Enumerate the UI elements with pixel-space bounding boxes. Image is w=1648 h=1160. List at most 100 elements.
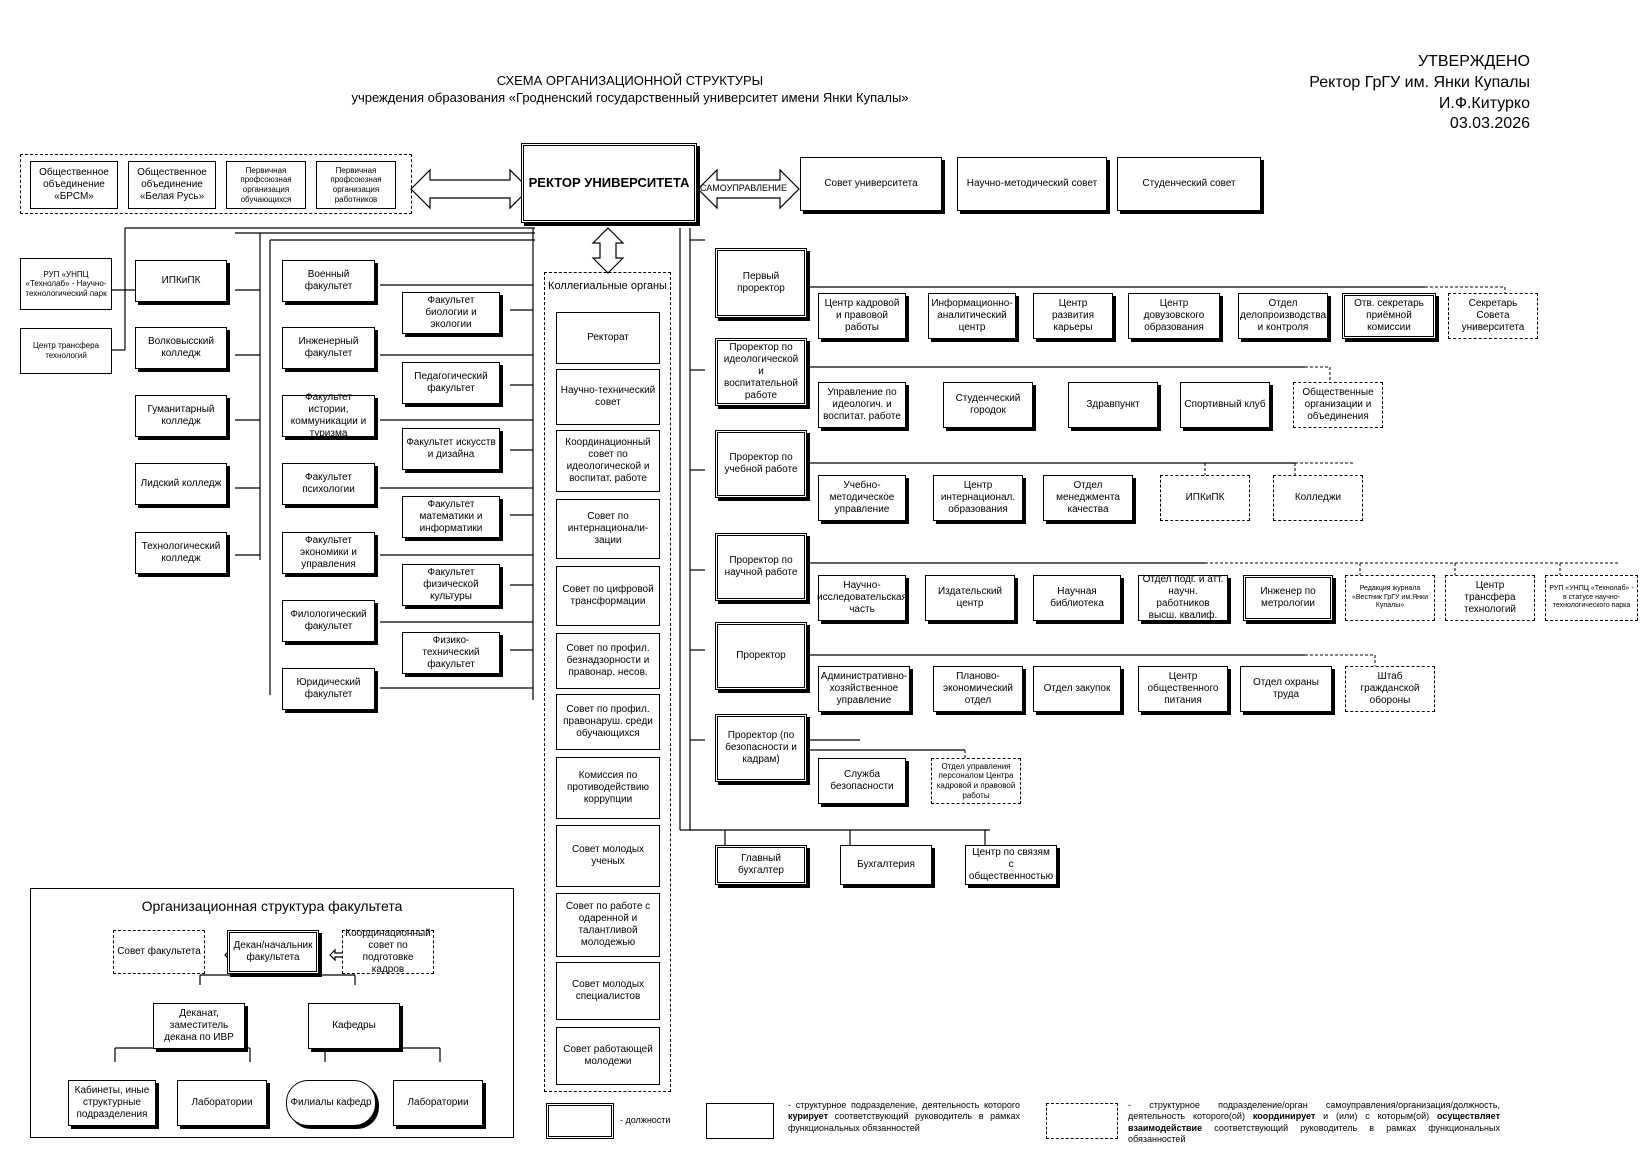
unit-box[interactable]: Студенческий городок xyxy=(943,382,1033,428)
cabinets-box[interactable]: Кабинеты, иные структурные подразделения xyxy=(68,1080,156,1126)
org-box[interactable]: Первичная профсоюзная организация работн… xyxy=(316,161,396,209)
accounting-box[interactable]: Бухгалтерия xyxy=(840,845,932,885)
council-box[interactable]: Совет университета xyxy=(800,157,942,211)
dashed-unit-box[interactable]: Колледжи xyxy=(1273,475,1363,521)
prorector-box[interactable]: Первый проректор xyxy=(715,248,807,318)
faculty-box[interactable]: Физико-технический факультет xyxy=(402,632,500,674)
faculty-box[interactable]: Юридический факультет xyxy=(282,668,375,710)
faculty-box[interactable]: Педагогический факультет xyxy=(402,362,500,404)
prorector-box[interactable]: Проректор xyxy=(715,622,807,690)
collegial-box[interactable]: Совет по цифровой трансформации xyxy=(556,566,660,626)
unit-box[interactable]: Отдел подг. и атт. научн. работников выс… xyxy=(1138,574,1228,621)
faculty-structure-title: Организационная структура факультета xyxy=(141,898,403,914)
unit-box[interactable]: Планово-экономический отдел xyxy=(933,666,1023,712)
collegial-title: Коллегиальные органы xyxy=(548,280,667,292)
faculty-box[interactable]: Факультет физической культуры xyxy=(402,564,500,606)
college-box[interactable]: Технологический колледж xyxy=(135,532,227,574)
dashed-unit-box[interactable]: ИПКиПК xyxy=(1160,475,1250,521)
unit-box[interactable]: Центр общественного питания xyxy=(1138,666,1228,712)
legend-coord-text: - структурное подразделение/орган самоуп… xyxy=(1128,1100,1500,1144)
dashed-unit-box[interactable]: Центр трансфера технологий xyxy=(1445,575,1535,621)
labs-box[interactable]: Лаборатории xyxy=(393,1080,483,1126)
dashed-unit-box[interactable]: Редакция журнала «Вестник ГрГУ им.Янки К… xyxy=(1345,575,1435,621)
prorector-box[interactable]: Проректор по идеологической и воспитател… xyxy=(715,338,807,406)
org-box[interactable]: Общественное объединение «Белая Русь» xyxy=(128,161,216,209)
faculty-box[interactable]: Филологический факультет xyxy=(282,600,375,642)
faculty-council-box[interactable]: Совет факультета xyxy=(113,930,205,974)
deanery-box[interactable]: Деканат, заместитель декана по ИВР xyxy=(153,1003,245,1049)
collegial-box[interactable]: Совет молодых ученых xyxy=(556,825,660,887)
collegial-box[interactable]: Совет по интернационали-зации xyxy=(556,499,660,559)
council-box[interactable]: Научно-методический совет xyxy=(957,157,1107,211)
faculty-box[interactable]: Факультет экономики и управления xyxy=(282,532,375,574)
faculty-box[interactable]: Факультет искусств и дизайна xyxy=(402,428,500,470)
collegial-box[interactable]: Комиссия по противодействию коррупции xyxy=(556,757,660,819)
college-box[interactable]: Гуманитарный колледж xyxy=(135,395,227,437)
council-box[interactable]: Студенческий совет xyxy=(1117,157,1261,211)
departments-box[interactable]: Кафедры xyxy=(308,1003,400,1049)
unit-box[interactable]: Отдел охраны труда xyxy=(1240,666,1332,712)
collegial-box[interactable]: Ректорат xyxy=(556,312,660,364)
unit-box[interactable]: Научно-исследовательская часть xyxy=(817,575,907,621)
unit-box[interactable]: Учебно-методическое управление xyxy=(818,475,906,521)
approval-line: 03.03.2026 xyxy=(1449,115,1530,133)
collegial-box[interactable]: Совет молодых специалистов xyxy=(556,962,660,1020)
unit-box[interactable]: Центр развития карьеры xyxy=(1033,293,1113,339)
unit-box[interactable]: Здравпункт xyxy=(1068,382,1158,428)
collegial-box[interactable]: Совет по профил. безнадзорности и правон… xyxy=(556,633,660,689)
collegial-group xyxy=(544,272,671,1092)
collegial-box[interactable]: Координационный совет по идеологической … xyxy=(556,430,660,492)
pr-center-box[interactable]: Центр по связям с общественностью xyxy=(965,845,1057,885)
unit-box[interactable]: Управление по идеологич. и воспитат. раб… xyxy=(818,382,906,428)
transfer-box[interactable]: Центр трансфера технологий xyxy=(20,328,112,374)
faculty-box[interactable]: Инженерный факультет xyxy=(282,327,375,369)
faculty-box[interactable]: Военный факультет xyxy=(282,260,375,302)
dashed-unit-box[interactable]: Штаб гражданской обороны xyxy=(1345,666,1435,712)
faculty-box[interactable]: Факультет биологии и экологии xyxy=(402,292,500,334)
unit-box[interactable]: Информационно-аналитический центр xyxy=(928,293,1016,339)
unit-box[interactable]: Отдел закупок xyxy=(1033,666,1121,712)
college-box[interactable]: ИПКиПК xyxy=(135,260,227,302)
college-box[interactable]: Волковысский колледж xyxy=(135,327,227,369)
org-box[interactable]: Первичная профсоюзная организация обучаю… xyxy=(226,161,306,209)
collegial-box[interactable]: Научно-технический совет xyxy=(556,369,660,425)
chief-accountant-box[interactable]: Главный бухгалтер xyxy=(715,845,807,885)
org-box[interactable]: Общественное объединение «БРСМ» xyxy=(30,161,118,209)
legend-curated-swatch xyxy=(706,1103,774,1139)
unit-box[interactable]: Спортивный клуб xyxy=(1180,382,1270,428)
unit-box[interactable]: Научная библиотека xyxy=(1033,575,1121,621)
unit-box[interactable]: Центр кадровой и правовой работы xyxy=(818,293,906,339)
branches-box[interactable]: Филиалы кафедр xyxy=(286,1080,376,1126)
dashed-unit-box[interactable]: Общественные организации и объединения xyxy=(1293,382,1383,428)
rup-box[interactable]: РУП «УНПЦ «Технолаб» - Научно-технологич… xyxy=(20,258,112,310)
unit-box[interactable]: Отдел делопроизводства и контроля xyxy=(1238,293,1328,339)
dean-box[interactable]: Декан/начальник факультета xyxy=(227,930,319,974)
faculty-box[interactable]: Факультет психологии xyxy=(282,463,375,505)
dashed-unit-box[interactable]: Отдел управления персоналом Центра кадро… xyxy=(931,758,1021,804)
collegial-box[interactable]: Совет работающей молодежи xyxy=(556,1027,660,1085)
prorector-box[interactable]: Проректор по учебной работе xyxy=(715,430,807,498)
faculty-box[interactable]: Факультет математики и информатики xyxy=(402,496,500,538)
dashed-unit-box[interactable]: Секретарь Совета университета xyxy=(1448,293,1538,339)
collegial-box[interactable]: Совет по профил. правонаруш. среди обуча… xyxy=(556,694,660,750)
unit-box[interactable]: Центр довузовского образования xyxy=(1128,293,1220,339)
legend-curated-text: - структурное подразделение, деятельност… xyxy=(788,1100,1020,1133)
unit-box[interactable]: Служба безопасности xyxy=(818,758,906,804)
public-orgs-group xyxy=(20,154,412,214)
dashed-unit-box[interactable]: РУП «УНПЦ «Технолаб» - в статусе научно-… xyxy=(1545,575,1638,621)
faculty-coord-box[interactable]: Координационный совет по подготовке кадр… xyxy=(342,928,434,975)
unit-box[interactable]: Отдел менеджмента качества xyxy=(1043,475,1133,521)
unit-box[interactable]: Административно-хозяйственное управление xyxy=(818,666,910,712)
unit-box[interactable]: Издательский центр xyxy=(925,575,1015,621)
unit-box[interactable]: Инженер по метрологии xyxy=(1243,575,1333,621)
approval-stamp: УТВЕРЖДЕНО Ректор ГрГУ им. Янки Купалы И… xyxy=(1309,52,1530,135)
unit-box[interactable]: Центр интернационал. образования xyxy=(933,475,1023,521)
collegial-box[interactable]: Совет по работе с одаренной и талантливо… xyxy=(556,893,660,957)
faculty-box[interactable]: Факультет истории, коммуникации и туризм… xyxy=(282,392,375,439)
prorector-box[interactable]: Проректор по научной работе xyxy=(715,533,807,601)
rector-box[interactable]: РЕКТОР УНИВЕРСИТЕТА xyxy=(521,143,697,223)
prorector-box[interactable]: Проректор (по безопасности и кадрам) xyxy=(715,714,807,782)
unit-box[interactable]: Отв. секретарь приёмной комиссии xyxy=(1342,293,1436,339)
college-box[interactable]: Лидский колледж xyxy=(135,463,227,505)
labs-box[interactable]: Лаборатории xyxy=(177,1080,267,1126)
